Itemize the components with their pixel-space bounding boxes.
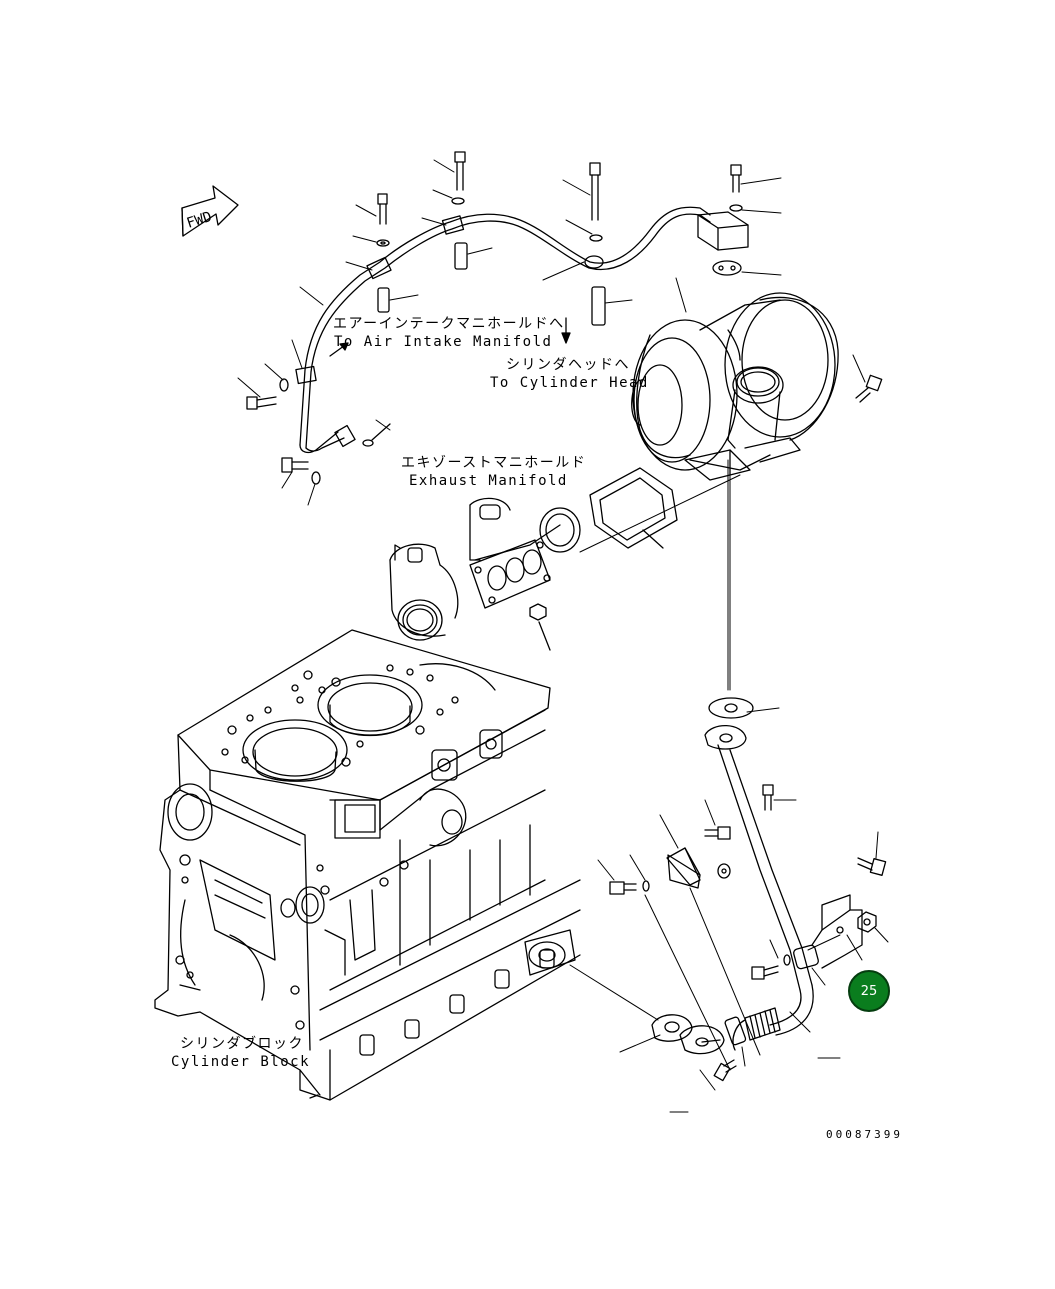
exhaust-label-jp: エキゾーストマニホールド bbox=[401, 455, 587, 471]
oil-drain-pipe bbox=[610, 698, 886, 1081]
drawing-number: 00087399 bbox=[826, 1128, 903, 1141]
block-label-jp: シリンダブロック bbox=[180, 1036, 304, 1052]
cylinder-block bbox=[155, 630, 580, 1100]
pipe-fitting-left bbox=[335, 424, 390, 446]
intake-label-jp: エアーインテークマニホールドへ bbox=[333, 316, 565, 332]
callout-badge-25[interactable]: 25 bbox=[848, 970, 890, 1012]
turbocharger bbox=[632, 293, 882, 480]
flow-arrows bbox=[330, 318, 570, 356]
exhaust-gasket bbox=[590, 468, 677, 548]
head-label-en: To Cylinder Head bbox=[490, 375, 649, 391]
exhaust-manifold bbox=[390, 498, 580, 650]
bolt-group-upper bbox=[247, 152, 748, 484]
intake-label-en: To Air Intake Manifold bbox=[334, 334, 553, 350]
exhaust-label-en: Exhaust Manifold bbox=[409, 473, 568, 489]
fwd-text: FWD bbox=[185, 209, 214, 232]
block-label-en: Cylinder Block bbox=[171, 1054, 311, 1070]
oil-supply-pipe bbox=[296, 207, 710, 452]
fwd-arrow-icon: FWD bbox=[182, 186, 238, 236]
alignment-lines bbox=[580, 460, 740, 690]
leader-lines-lower bbox=[570, 800, 888, 1112]
leader-lines-upper bbox=[238, 160, 865, 505]
head-label-jp: シリンダヘッドへ bbox=[506, 357, 630, 373]
